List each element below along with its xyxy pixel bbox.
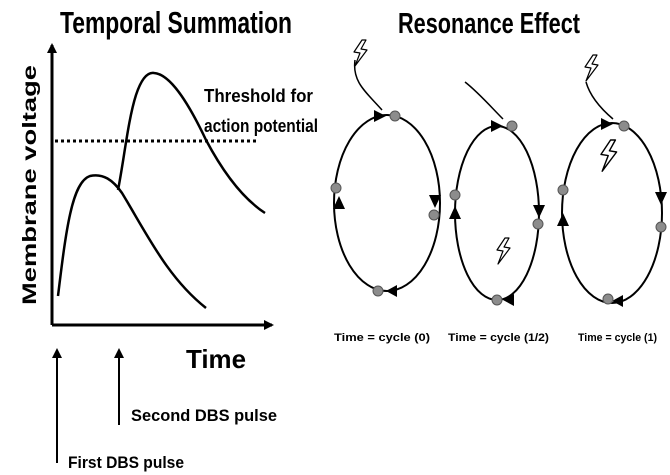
cycle-ring xyxy=(333,114,441,292)
temporal-summation-title: Temporal Summation xyxy=(60,5,292,40)
y-axis-label: Membrane voltage xyxy=(20,65,41,305)
arrowhead-icon xyxy=(429,195,441,208)
threshold-label-line1: Threshold for xyxy=(204,86,313,106)
cycle-caption-1: Time = cycle (1) xyxy=(578,332,657,344)
cycle-phase-dot xyxy=(491,294,503,306)
summed-response-curve xyxy=(116,71,266,215)
second-pulse-label: Second DBS pulse xyxy=(131,406,277,425)
cycle-caption-half: Time = cycle (1/2) xyxy=(448,332,549,344)
cycle-diagram-half: Time = cycle (1/2) xyxy=(448,81,549,344)
cycle-caption-0: Time = cycle (0) xyxy=(334,332,430,344)
cycle-phase-dot xyxy=(389,110,401,122)
cycle-phase-dot xyxy=(557,184,569,196)
arrowhead-icon xyxy=(333,196,345,209)
cycle-phase-dot xyxy=(602,293,614,305)
stimulus-input-path xyxy=(585,81,614,120)
first-pulse-label: First DBS pulse xyxy=(68,453,184,472)
arrowhead-icon xyxy=(374,110,386,122)
cycle-phase-dot xyxy=(449,189,461,201)
cycle-diagram-0: Time = cycle (0) xyxy=(330,39,441,344)
cycle-phase-dot xyxy=(655,221,667,233)
arrowhead-icon xyxy=(612,295,623,307)
cycle-phase-dot xyxy=(428,209,440,221)
arrowhead-icon xyxy=(386,285,397,297)
arrowhead-icon xyxy=(449,206,461,219)
cycle-phase-dot xyxy=(618,120,630,132)
stimulus-input-path xyxy=(464,81,504,120)
lightning-bolt-icon xyxy=(496,237,511,265)
arrowhead-icon xyxy=(491,120,503,132)
cycle-ring xyxy=(454,125,540,301)
temporal-summation-panel: Temporal Summation Membrane voltage Time… xyxy=(20,5,318,472)
cycle-phase-dot xyxy=(532,218,544,230)
arrowhead-icon xyxy=(533,205,545,218)
cycle-ring xyxy=(561,122,663,304)
cycle-phase-dot xyxy=(506,120,518,132)
cycle-phase-dot xyxy=(372,285,384,297)
resonance-effect-title: Resonance Effect xyxy=(398,8,580,40)
stimulus-input-path xyxy=(353,59,383,111)
first-pulse-response-curve xyxy=(56,174,207,309)
arrowhead-icon xyxy=(601,118,613,130)
arrowhead-icon xyxy=(503,294,514,306)
lightning-bolt-icon xyxy=(353,39,368,67)
arrowhead-icon xyxy=(557,213,569,226)
threshold-label-line2: action potential xyxy=(204,116,318,136)
cycle-diagram-1: Time = cycle (1) xyxy=(557,54,667,344)
arrowhead-icon xyxy=(655,192,667,205)
resonance-effect-panel: Resonance Effect Time = cycle (0) xyxy=(330,8,667,344)
cycle-phase-dot xyxy=(330,182,342,194)
x-axis-label: Time xyxy=(186,344,246,374)
lightning-bolt-icon xyxy=(600,139,618,172)
lightning-bolt-icon xyxy=(584,54,599,82)
